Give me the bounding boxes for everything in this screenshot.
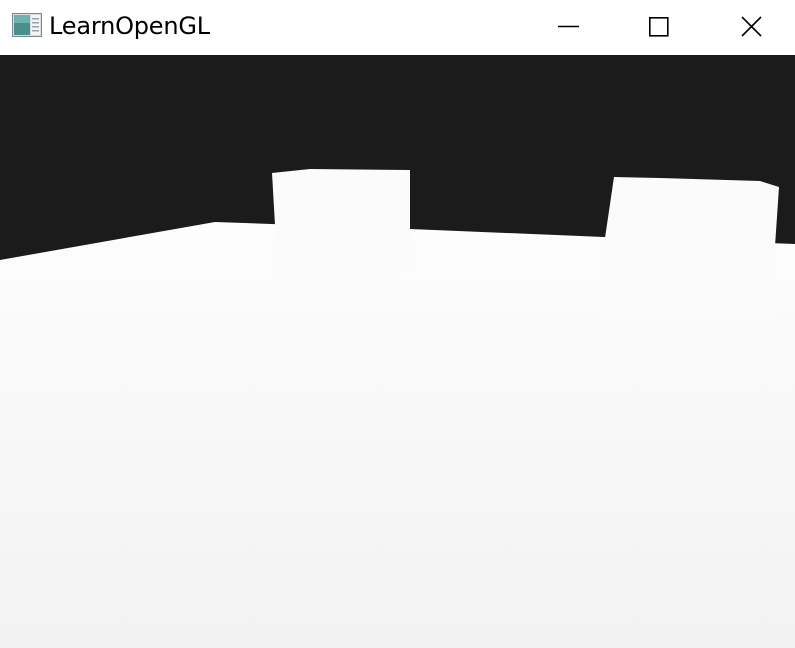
close-icon — [741, 16, 762, 37]
minimize-icon — [558, 25, 579, 28]
app-icon — [12, 13, 42, 37]
opengl-viewport[interactable] — [0, 55, 795, 648]
minimize-button[interactable] — [522, 0, 614, 55]
scene-canvas — [0, 55, 795, 648]
right-cube — [600, 177, 779, 320]
left-cube — [272, 169, 410, 277]
title-bar[interactable]: LearnOpenGL — [0, 0, 795, 55]
close-button[interactable] — [703, 0, 795, 55]
maximize-button[interactable] — [612, 0, 704, 55]
window-title: LearnOpenGL — [49, 12, 210, 40]
maximize-icon — [648, 16, 669, 37]
floor-plane — [0, 222, 795, 648]
